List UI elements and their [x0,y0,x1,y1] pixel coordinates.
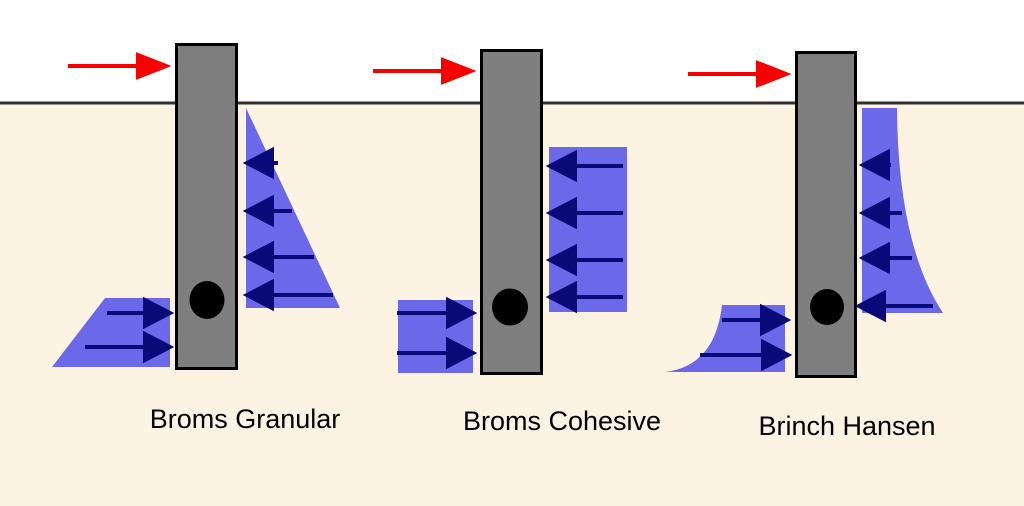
pile [480,49,543,375]
pile-rotation-point [492,288,528,326]
pressure-arrow [242,194,292,228]
pressure-arrow [722,303,792,337]
pressure-arrow [242,146,278,180]
uniform-pressure-block-right [549,147,627,312]
applied-load-arrow [373,57,477,85]
pressure-arrow [545,243,623,277]
pressure-arrow [858,148,891,182]
pressure-arrow [242,278,333,312]
pressure-arrow [397,336,478,370]
pressure-arrow [397,296,478,330]
pressure-arrow [858,241,912,275]
diagram-broms-cohesive [373,49,627,375]
diagram-broms-granular [52,43,340,370]
diagram-label-brinch-hansen: Brinch Hansen [758,411,936,441]
pressure-arrow [85,330,175,364]
diagram-label-broms-cohesive: Broms Cohesive [462,406,662,436]
pressure-arrow [545,149,623,183]
pile [795,51,857,378]
pile-rotation-point [189,281,225,319]
pressure-arrow [700,338,793,372]
toe-pressure-block-left [52,298,170,367]
pressure-arrow [858,196,902,230]
applied-load-arrow [68,52,172,80]
pressure-arrow [242,240,314,274]
diagram-brinch-hansen [665,51,943,378]
applied-load-arrow [688,60,792,88]
pressure-arrow [545,196,623,230]
diagram-label-broms-granular: Broms Granular [149,404,341,434]
pile [175,43,238,370]
pile-rotation-point [810,289,844,325]
pressure-arrow [107,296,175,330]
pressure-arrow [545,280,623,314]
pressure-arrow [854,289,933,323]
